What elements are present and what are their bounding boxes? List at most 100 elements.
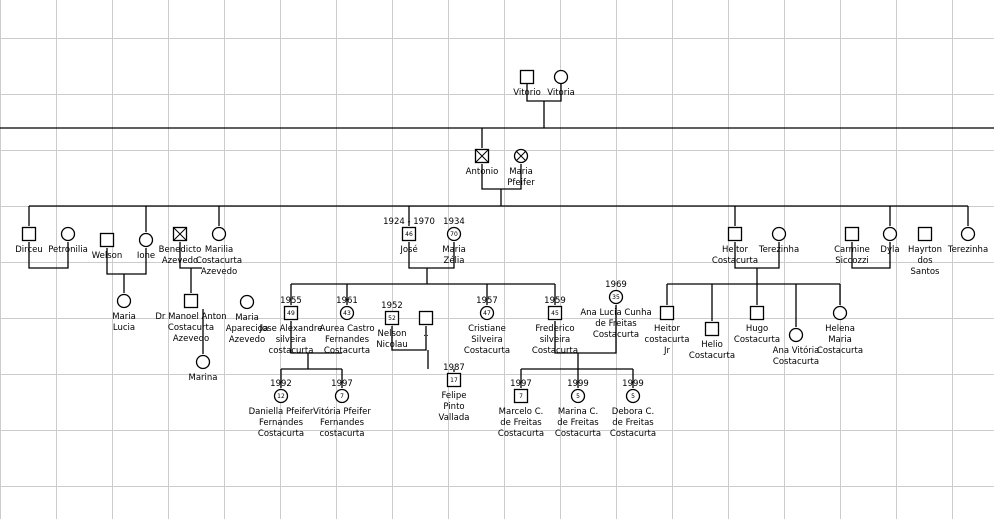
person-name: dos: [917, 256, 933, 266]
person-unknown[interactable]: ..: [418, 310, 434, 340]
person-dyla[interactable]: Dyla: [880, 226, 900, 256]
female-circle-icon: [553, 69, 569, 85]
person-name: Heitor: [654, 324, 681, 334]
male-square-icon: [183, 293, 199, 309]
person-name: de Freitas: [612, 418, 654, 428]
person-name: Marina: [189, 373, 218, 383]
person-name: Vitória Pfeifer: [313, 406, 371, 417]
person-name: Zélia: [444, 255, 465, 266]
year-label: 1924 - 1970: [383, 217, 435, 227]
person-name: Nicolau: [376, 340, 408, 350]
person-name: Dirceu: [15, 245, 43, 255]
female-circle-icon: [339, 305, 355, 321]
person-name: Maria: [509, 167, 533, 177]
person-name: Daniella Pfeifer: [249, 407, 314, 417]
relation-line: [391, 326, 427, 351]
person-antonio[interactable]: Antonio: [466, 148, 499, 178]
person-name: José: [399, 244, 417, 255]
age-label: 17: [450, 377, 458, 384]
person-terezinha1[interactable]: Terezinha: [758, 226, 799, 256]
person-dirceu[interactable]: Dirceu: [15, 226, 43, 256]
person-name: Azevedo: [162, 256, 198, 266]
person-name: Costacurta: [324, 346, 370, 356]
person-vitorio[interactable]: Vitorio: [513, 69, 541, 99]
person-name: Jr: [663, 346, 671, 356]
female-circle-icon: [479, 305, 495, 321]
person-name: costacurta: [645, 335, 690, 345]
person-name: Marcelo C.: [499, 407, 544, 417]
female-circle-icon: [788, 327, 804, 343]
person-name: Pinto: [443, 402, 464, 412]
person-name: Cristiane: [468, 324, 506, 334]
year-label: 1934: [443, 217, 465, 227]
year-label: 1957: [476, 296, 498, 306]
person-petronilia[interactable]: Petronilia: [48, 226, 88, 256]
relation-line: [179, 242, 202, 269]
age-label: 49: [287, 310, 295, 317]
person-name: Dr Manoel Anton: [155, 312, 226, 322]
person-name: Terezinha: [947, 245, 988, 255]
person-name: Jose Alexandre: [259, 324, 323, 334]
person-name: Frederico: [535, 324, 574, 334]
female-circle-icon: [60, 226, 76, 242]
person-name: Lucia: [113, 323, 135, 333]
person-name: Nelson: [378, 329, 407, 339]
person-name: Aparecida: [226, 324, 269, 334]
person-name: costacurta: [269, 346, 314, 356]
age-label: 52: [388, 315, 396, 322]
female-circle-icon: [211, 226, 227, 242]
person-name: Heitor: [722, 245, 749, 255]
person-name: Maria: [235, 313, 259, 323]
female-circle-icon: [195, 354, 211, 370]
person-ione[interactable]: Ione: [137, 232, 155, 262]
relation-line: [28, 242, 69, 269]
person-name: Pfeifer: [507, 178, 535, 188]
person-name: Costacurta: [593, 330, 639, 340]
female-circle-icon: [625, 388, 641, 404]
person-name: Ana Vitória: [773, 345, 820, 356]
male-square-icon: [547, 305, 563, 321]
person-marina[interactable]: Marina: [189, 354, 218, 384]
person-terezinha2[interactable]: Terezinha: [947, 226, 988, 256]
age-label: 35: [612, 294, 620, 301]
person-vitoria[interactable]: Vitoria: [547, 69, 575, 99]
person-welson[interactable]: Welson: [92, 232, 123, 262]
male-square-icon: [401, 226, 417, 242]
male-square-icon: [844, 226, 860, 242]
year-label: 1955: [280, 296, 302, 306]
male-square-icon: [513, 388, 529, 404]
female-circle-icon: [116, 293, 132, 309]
person-name: Costacurta: [610, 429, 656, 439]
year-label: 1959: [544, 296, 566, 306]
age-label: 45: [551, 310, 559, 317]
person-name: Maria: [112, 312, 136, 322]
